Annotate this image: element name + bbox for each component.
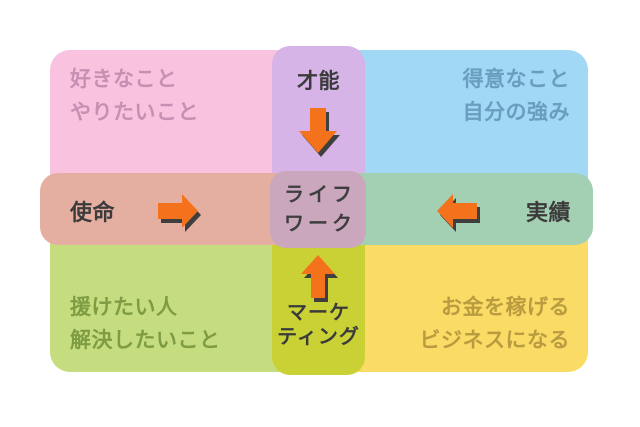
likes-line: やりたいこと [70, 101, 199, 124]
talent-label: 才能 [297, 70, 340, 93]
likes-line: 好きなこと [70, 68, 178, 91]
marketing-line: マーケ [287, 302, 350, 324]
down-arrow-icon [299, 108, 337, 153]
lifework-line: ライフ [284, 183, 356, 206]
cell-lifework: ライフ ワーク [270, 171, 366, 248]
strengths-line: 自分の強み [462, 101, 570, 124]
lifework-line: ワーク [284, 212, 356, 235]
left-arrow-icon [437, 194, 477, 228]
strengths-label: 得意なこと 自分の強み [463, 63, 571, 129]
up-arrow-icon [301, 255, 335, 298]
help-line: 援けたい人 [70, 296, 178, 319]
lifework-label: ライフ ワーク [280, 181, 356, 239]
right-arrow-icon [158, 194, 198, 228]
money-line: お金を稼げる [441, 296, 570, 319]
help-label: 援けたい人 解決したいこと [70, 291, 221, 357]
mission-label: 使命 [70, 200, 116, 225]
results-label: 実績 [526, 200, 572, 225]
marketing-label: マーケ ティング [272, 301, 365, 349]
money-line: ビジネスになる [419, 329, 570, 352]
strengths-line: 得意なこと [462, 68, 570, 91]
money-label: お金を稼げる ビジネスになる [420, 291, 571, 357]
help-line: 解決したいこと [70, 329, 221, 352]
marketing-line: ティング [277, 326, 360, 348]
likes-label: 好きなこと やりたいこと [70, 63, 199, 129]
